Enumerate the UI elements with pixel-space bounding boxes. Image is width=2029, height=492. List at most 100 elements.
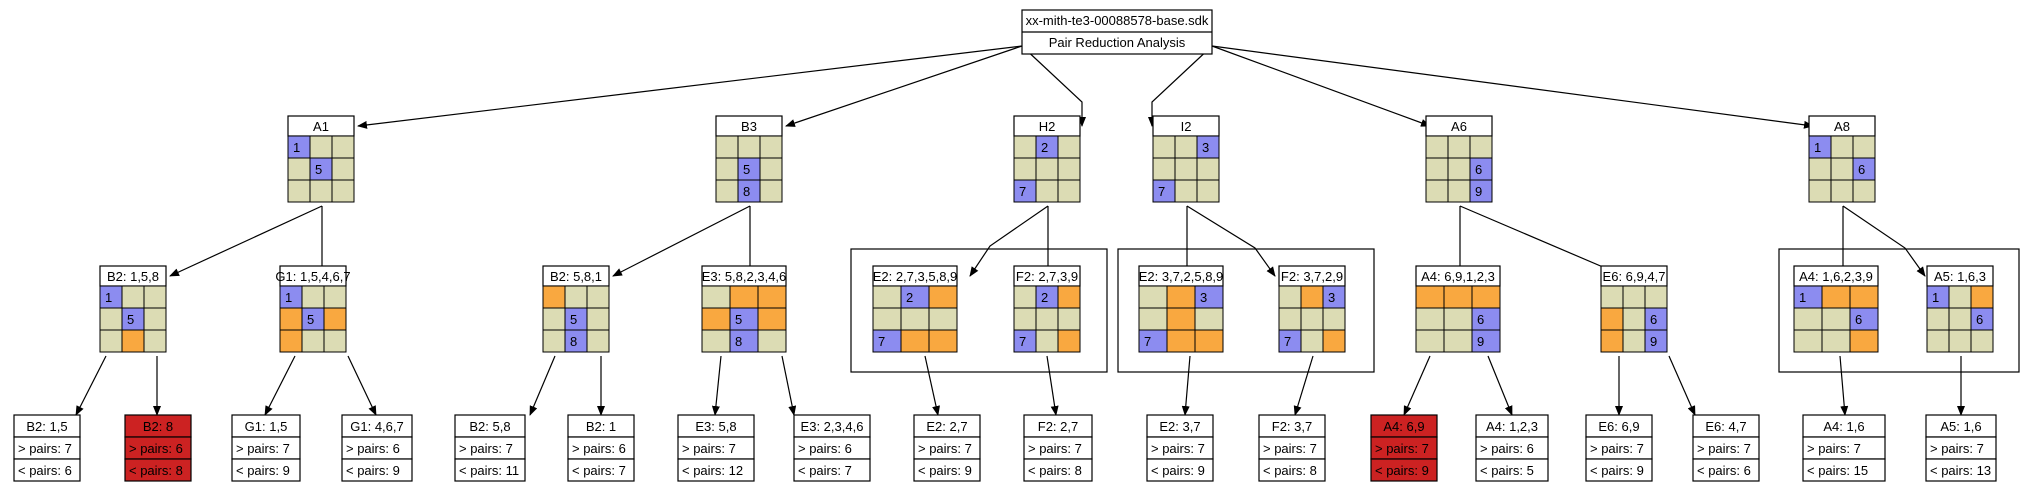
grid-cell-digit: 3 — [1328, 290, 1335, 305]
result-node-title: B2: 5,8 — [469, 419, 510, 434]
grid-cell — [564, 285, 588, 309]
grid-cell — [1300, 329, 1324, 353]
grid-cell — [1600, 307, 1624, 331]
grid-cell — [1196, 157, 1220, 181]
grid-cell — [1035, 307, 1059, 331]
grid-cell-digit: 5 — [735, 312, 742, 327]
grid-cell — [701, 329, 731, 353]
result-node-row — [1023, 458, 1093, 482]
result-node-l18: A5: 1,6> pairs: 7< pairs: 13 — [1925, 414, 1997, 482]
result-node-l3: G1: 1,5> pairs: 7< pairs: 9 — [231, 414, 301, 482]
grid-cell — [1300, 285, 1324, 309]
grid-cell — [872, 307, 902, 331]
grid-cell — [757, 329, 787, 353]
grid-cell-digit: 6 — [1475, 162, 1482, 177]
grid-cell — [1057, 135, 1081, 159]
grid-cell — [1793, 307, 1823, 331]
edge-layer — [75, 45, 1965, 416]
grid-cell — [1322, 329, 1346, 353]
grid-cell — [900, 307, 930, 331]
grid-cell-digit: 8 — [570, 334, 577, 349]
grid-cell — [1322, 307, 1346, 331]
leaf-node-layer: B2: 1,5> pairs: 7< pairs: 6B2: 8> pairs:… — [13, 414, 1997, 482]
grid-node-g1a: G1: 1,5,4,6,715 — [275, 265, 351, 353]
result-node-l12: F2: 3,7> pairs: 7< pairs: 8 — [1258, 414, 1326, 482]
root-title: xx-mith-te3-00088578-base.sdk — [1026, 13, 1209, 28]
result-node-less-pairs: < pairs: 8 — [1263, 463, 1317, 478]
edge-g1-l3 — [264, 355, 296, 416]
grid-cell — [1821, 285, 1851, 309]
grid-cell — [1138, 307, 1168, 331]
result-node-less-pairs: < pairs: 6 — [1697, 463, 1751, 478]
grid-cell — [1600, 329, 1624, 353]
result-node-l14: A4: 1,2,3> pairs: 6< pairs: 5 — [1475, 414, 1549, 482]
grid-cell — [928, 329, 958, 353]
result-node-less-pairs: < pairs: 8 — [1028, 463, 1082, 478]
grid-cell — [1415, 329, 1445, 353]
grid-node-e3a: E3: 5,8,2,3,4,658 — [701, 265, 787, 353]
grid-node-label: B2: 1,5,8 — [107, 269, 159, 284]
result-node-row — [1370, 458, 1438, 482]
result-node-row — [913, 458, 981, 482]
result-node-title: A4: 6,9 — [1383, 419, 1424, 434]
grid-cell — [1793, 329, 1823, 353]
grid-cell — [1166, 285, 1196, 309]
grid-cell — [1948, 329, 1972, 353]
grid-cell — [121, 285, 145, 309]
grid-cell — [1415, 307, 1445, 331]
grid-cell — [1013, 307, 1037, 331]
grid-cell — [309, 135, 333, 159]
grid-node-label: E2: 2,7,3,5,8,9 — [873, 269, 958, 284]
result-node-less-pairs: < pairs: 12 — [682, 463, 743, 478]
result-node-l11: E2: 3,7> pairs: 7< pairs: 9 — [1146, 414, 1214, 482]
grid-cell — [1443, 285, 1473, 309]
edge-a4b-l17 — [1839, 355, 1849, 416]
edge-b2b-l5 — [529, 355, 556, 416]
grid-node-label: F2: 3,7,2,9 — [1281, 269, 1343, 284]
result-node-row — [793, 458, 871, 482]
grid-cell — [542, 329, 566, 353]
result-node-more-pairs: > pairs: 6 — [346, 441, 400, 456]
result-node-more-pairs: > pairs: 7 — [1028, 441, 1082, 456]
grid-cell — [872, 285, 902, 309]
grid-cell — [1166, 329, 1196, 353]
grid-node-label: A6 — [1451, 119, 1467, 134]
grid-cell — [1849, 285, 1879, 309]
grid-cell — [1970, 285, 1994, 309]
result-node-more-pairs: > pairs: 7 — [1375, 441, 1429, 456]
grid-cell — [1830, 179, 1854, 203]
grid-cell — [715, 179, 739, 203]
grid-cell-digit: 1 — [105, 290, 112, 305]
result-node-more-pairs: > pairs: 6 — [572, 441, 626, 456]
grid-cell — [1013, 157, 1037, 181]
grid-cell — [1622, 285, 1646, 309]
grid-cell — [1622, 329, 1646, 353]
grid-cell — [1300, 307, 1324, 331]
grid-cell — [1830, 135, 1854, 159]
edge-f2b-l12 — [1293, 355, 1314, 416]
grid-cell — [1852, 135, 1876, 159]
edge-i2-f2 — [1186, 205, 1276, 277]
grid-cell — [1443, 307, 1473, 331]
grid-cell — [701, 307, 731, 331]
grid-cell — [1035, 179, 1059, 203]
grid-cell — [143, 285, 167, 309]
result-node-row — [1146, 458, 1214, 482]
edge-f2a-l10 — [1046, 355, 1059, 416]
grid-node-label: G1: 1,5,4,6,7 — [275, 269, 350, 284]
grid-cell — [1469, 179, 1493, 203]
result-node-title: A4: 1,6 — [1823, 419, 1864, 434]
grid-cell — [1600, 285, 1624, 309]
result-node-more-pairs: > pairs: 7 — [18, 441, 72, 456]
grid-cell-digit: 1 — [285, 290, 292, 305]
result-node-l16: E6: 4,7> pairs: 7< pairs: 6 — [1692, 414, 1760, 482]
result-node-less-pairs: < pairs: 9 — [346, 463, 400, 478]
grid-cell — [1425, 135, 1449, 159]
result-node-row — [677, 458, 755, 482]
grid-cell — [331, 179, 355, 203]
grid-cell — [757, 307, 787, 331]
result-node-l13: A4: 6,9> pairs: 7< pairs: 9 — [1370, 414, 1438, 482]
